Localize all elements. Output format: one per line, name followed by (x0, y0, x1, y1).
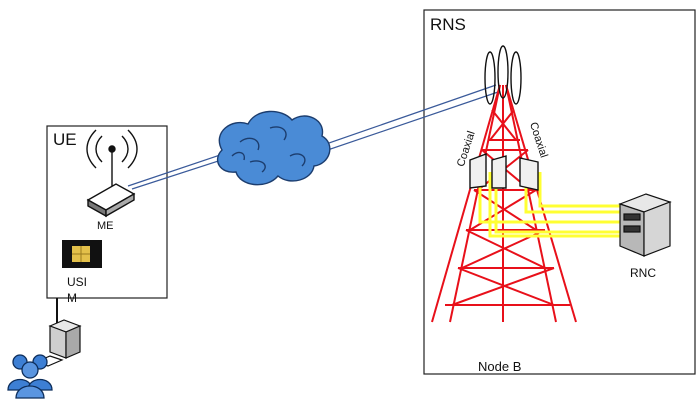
rns-box (423, 9, 696, 375)
user-icon (7, 354, 53, 399)
me-label: ME (97, 220, 114, 232)
computer-icon (34, 319, 82, 367)
rnc-server-icon (618, 193, 672, 257)
antenna-icon (484, 45, 522, 105)
rnc-label: RNC (630, 266, 656, 280)
node-b-unit-icon (469, 152, 539, 191)
ue-title: UE (53, 130, 77, 149)
ue-box (46, 125, 168, 299)
sim-card-icon (62, 240, 102, 268)
coaxial-cables (478, 172, 622, 238)
tower-icon (431, 84, 577, 323)
network-cloud (217, 110, 331, 186)
node-b-label: Node B (478, 359, 522, 374)
router-icon (86, 129, 138, 218)
rns-title: RNS (430, 15, 466, 34)
usim-label: USI M (67, 275, 88, 305)
